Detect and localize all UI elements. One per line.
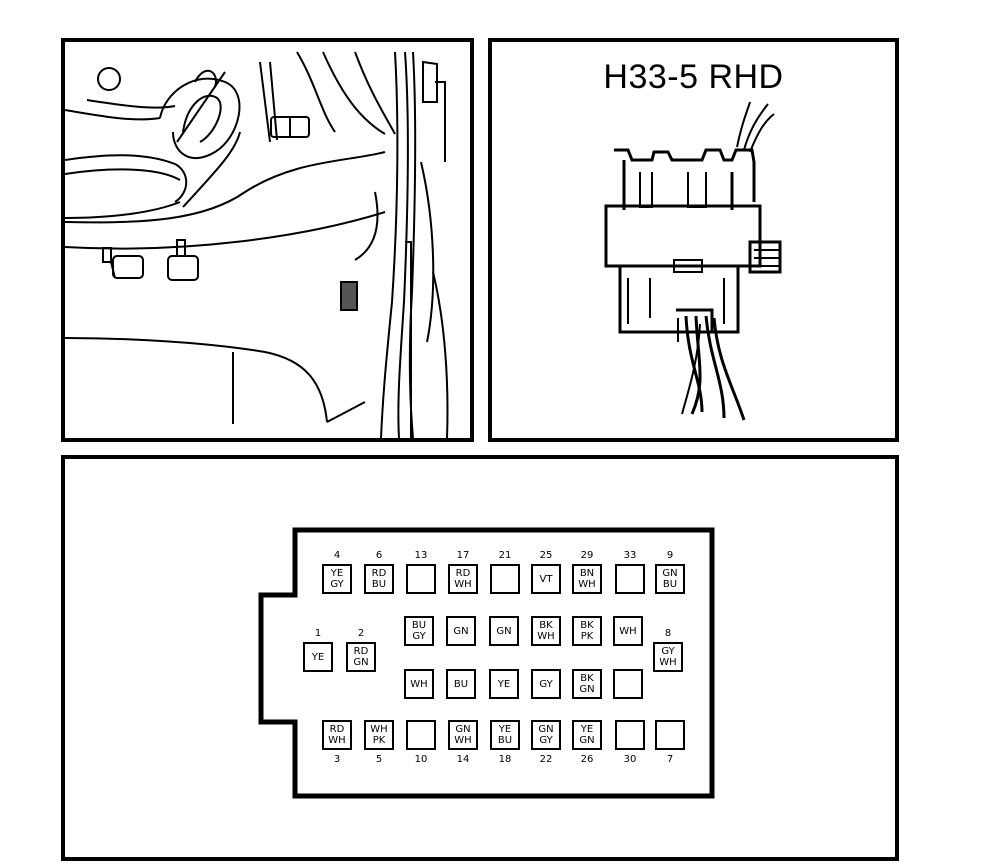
pin-cavity: GN GY — [531, 720, 561, 750]
wire-colour-code: BU GY — [411, 620, 427, 642]
pin-number: 30 — [623, 754, 637, 765]
pin-cavity: RD WH — [322, 720, 352, 750]
wire-colour-code: GN GY — [538, 724, 554, 746]
pin-cavity: BU — [446, 669, 476, 699]
wire-colour-code: GY WH — [659, 646, 677, 668]
wire-colour-code: YE GY — [330, 568, 344, 590]
connector-illustration — [604, 101, 782, 421]
pin-cavity — [490, 564, 520, 594]
wire-colour-code: GN BU — [662, 568, 678, 590]
pin-cavity: BK GN — [572, 669, 602, 699]
pin-cavity: WH — [404, 669, 434, 699]
wire-colour-code: YE GN — [579, 724, 595, 746]
pin-number: 29 — [580, 550, 594, 561]
wire-colour-code: BK PK — [580, 620, 594, 642]
wire-colour-code: BK GN — [579, 673, 595, 695]
pin-cavity: YE GN — [572, 720, 602, 750]
pin-cavity — [406, 564, 436, 594]
pin-cavity — [655, 720, 685, 750]
wire-colour-code: RD WH — [454, 568, 472, 590]
pin-number: 26 — [580, 754, 594, 765]
pin-cavity — [406, 720, 436, 750]
pin-cavity: GN — [489, 616, 519, 646]
wire-colour-code: GN — [453, 625, 469, 637]
pin-cavity: YE — [303, 642, 333, 672]
wire-colour-code: BU — [453, 678, 469, 690]
wire-colour-code: WH PK — [370, 724, 388, 746]
vehicle-interior-sketch — [65, 51, 449, 438]
pin-cavity: RD GN — [346, 642, 376, 672]
pin-cavity: GY WH — [653, 642, 683, 672]
wire-colour-code: RD GN — [353, 646, 369, 668]
pin-cavity: RD WH — [448, 564, 478, 594]
wire-colour-code: BN WH — [578, 568, 596, 590]
pin-number: 14 — [456, 754, 470, 765]
pin-cavity: GN WH — [448, 720, 478, 750]
wire-colour-code: YE BU — [497, 724, 513, 746]
pin-cavity: YE BU — [490, 720, 520, 750]
pin-cavity: RD BU — [364, 564, 394, 594]
wire-colour-code: WH — [619, 625, 637, 637]
wire-colour-code: GY — [539, 678, 553, 690]
pin-number: 3 — [333, 754, 341, 765]
pin-cavity — [613, 669, 643, 699]
wire-colour-code: GN WH — [454, 724, 472, 746]
wire-colour-code: GN — [496, 625, 512, 637]
pin-cavity: YE — [489, 669, 519, 699]
location-view-panel — [61, 38, 474, 442]
pin-cavity: WH — [613, 616, 643, 646]
pin-number: 1 — [314, 628, 322, 639]
wire-colour-code: RD BU — [371, 568, 387, 590]
pin-number: 33 — [623, 550, 637, 561]
pin-cavity: GN — [446, 616, 476, 646]
pin-cavity: BK PK — [572, 616, 602, 646]
pin-number: 22 — [539, 754, 553, 765]
pin-number: 17 — [456, 550, 470, 561]
pin-number: 8 — [664, 628, 672, 639]
connector-view-panel: H33-5 RHD — [488, 38, 899, 442]
pin-number: 25 — [539, 550, 553, 561]
pin-cavity — [615, 564, 645, 594]
wire-colour-code: YE — [311, 651, 325, 663]
pin-number: 5 — [375, 754, 383, 765]
wire-colour-code: YE — [497, 678, 511, 690]
pin-cavity: BN WH — [572, 564, 602, 594]
wire-colour-code: WH — [410, 678, 428, 690]
wire-colour-code: BK WH — [537, 620, 555, 642]
connector-title: H33-5 RHD — [603, 58, 784, 96]
pin-number: 6 — [375, 550, 383, 561]
wire-colour-code: RD WH — [328, 724, 346, 746]
pin-number: 21 — [498, 550, 512, 561]
pin-cavity — [615, 720, 645, 750]
pin-cavity: GN BU — [655, 564, 685, 594]
pin-number: 9 — [666, 550, 674, 561]
pin-cavity: BU GY — [404, 616, 434, 646]
pin-cavity: BK WH — [531, 616, 561, 646]
pin-number: 10 — [414, 754, 428, 765]
pin-number: 7 — [666, 754, 674, 765]
connector-face-outline — [258, 527, 715, 799]
pin-number: 18 — [498, 754, 512, 765]
pin-number: 13 — [414, 550, 428, 561]
pin-cavity: VT — [531, 564, 561, 594]
pin-cavity: GY — [531, 669, 561, 699]
wire-colour-code: VT — [539, 573, 553, 585]
pin-number: 2 — [357, 628, 365, 639]
pin-number: 4 — [333, 550, 341, 561]
pin-cavity: YE GY — [322, 564, 352, 594]
pin-cavity: WH PK — [364, 720, 394, 750]
